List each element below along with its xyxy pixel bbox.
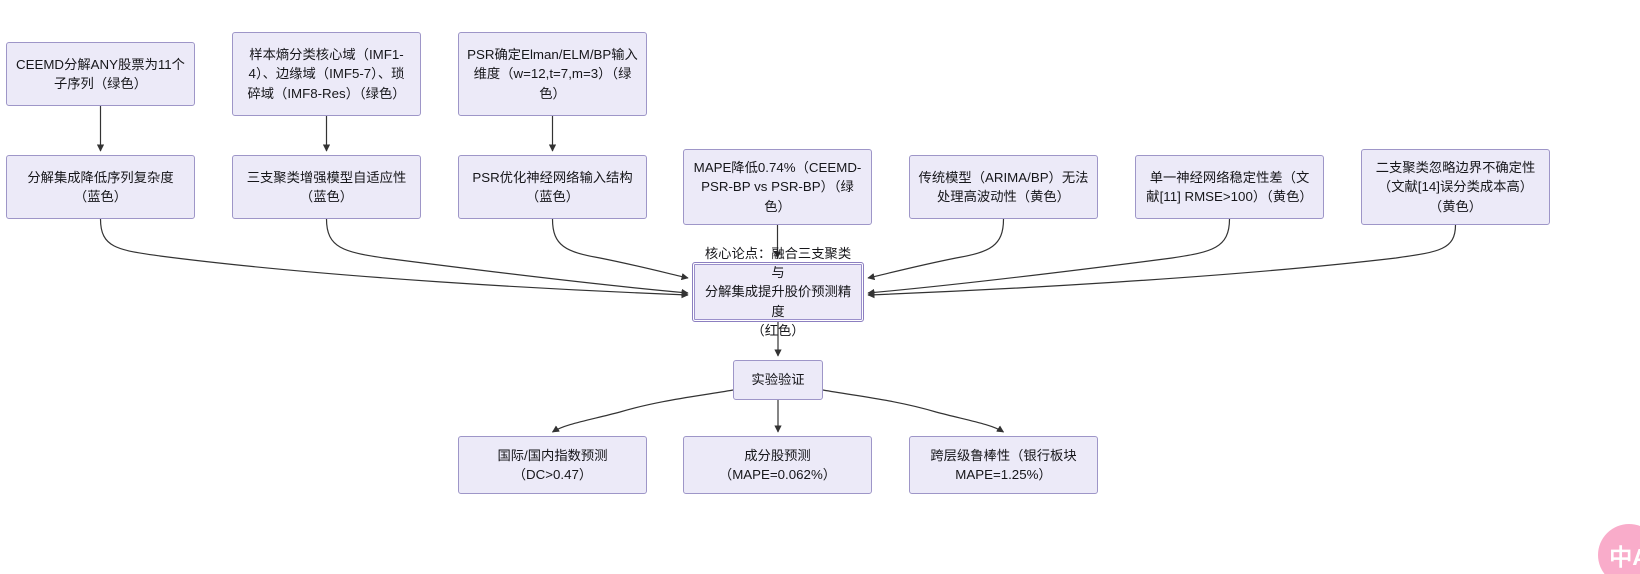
edge-n9-core (867, 218, 1231, 297)
node-label: PSR确定Elman/ELM/BP输入 维度（w=12,t=7,m=3）（绿 色… (467, 47, 638, 101)
node-psr-optimizes-network-input[interactable]: PSR优化神经网络输入结构 （蓝色） (458, 155, 647, 219)
node-traditional-models-limitation[interactable]: 传统模型（ARIMA/BP）无法 处理高波动性（黄色） (909, 155, 1098, 219)
node-label: 成分股预测 （MAPE=0.062%） (718, 447, 837, 482)
node-label: 传统模型（ARIMA/BP）无法 处理高波动性（黄色） (918, 169, 1089, 204)
node-experimental-validation[interactable]: 实验验证 (733, 360, 823, 400)
node-sample-entropy-domains[interactable]: 样本熵分类核心域（IMF1- 4）、边缘域（IMF5-7）、琐 碎域（IMF8-… (232, 32, 421, 116)
node-label: PSR优化神经网络输入结构 （蓝色） (472, 169, 633, 204)
node-three-way-clustering-adaptivity[interactable]: 三支聚类增强模型自适应性 （蓝色） (232, 155, 421, 219)
node-psr-input-dimension[interactable]: PSR确定Elman/ELM/BP输入 维度（w=12,t=7,m=3）（绿 色… (458, 32, 647, 116)
node-mape-reduction[interactable]: MAPE降低0.74%（CEEMD- PSR-BP vs PSR-BP）（绿 色… (683, 149, 872, 225)
edge-n4-core (99, 218, 689, 299)
edge-n5-core (325, 218, 689, 297)
node-label: 二支聚类忽略边界不确定性 （文献[14]误分类成本高） （黄色） (1375, 160, 1536, 214)
node-label: 三支聚类增强模型自适应性 （蓝色） (246, 169, 407, 204)
node-core-argument[interactable]: 核心论点：融合三支聚类与 分解集成提升股价预测精度 （红色） (692, 246, 864, 338)
edge-n12-n15 (822, 389, 1005, 433)
node-label: 核心论点：融合三支聚类与 分解集成提升股价预测精度 （红色） (704, 245, 852, 338)
node-label: 分解集成降低序列复杂度 （蓝色） (27, 169, 174, 204)
node-index-forecast[interactable]: 国际/国内指数预测 （DC>0.47） (458, 436, 647, 494)
node-label: 单一神经网络稳定性差（文 献[11] RMSE>100）（黄色） (1146, 169, 1313, 204)
node-label: CEEMD分解ANY股票为11个 子序列（绿色） (16, 56, 185, 91)
edge-n6-core (551, 218, 689, 281)
node-cross-level-robustness[interactable]: 跨层级鲁棒性（银行板块 MAPE=1.25%） (909, 436, 1098, 494)
node-two-way-clustering-boundary[interactable]: 二支聚类忽略边界不确定性 （文献[14]误分类成本高） （黄色） (1361, 149, 1550, 225)
node-decomposition-reduces-complexity[interactable]: 分解集成降低序列复杂度 （蓝色） (6, 155, 195, 219)
node-label: MAPE降低0.74%（CEEMD- PSR-BP vs PSR-BP）（绿 色… (693, 160, 862, 214)
node-constituent-stock-forecast[interactable]: 成分股预测 （MAPE=0.062%） (683, 436, 872, 494)
watermark-text: 中A (1609, 544, 1640, 570)
edge-n10-core (867, 224, 1457, 299)
node-label: 国际/国内指数预测 （DC>0.47） (497, 447, 608, 482)
edge-n12-n13 (551, 389, 734, 433)
node-label: 跨层级鲁棒性（银行板块 MAPE=1.25%） (930, 447, 1077, 482)
watermark-badge: 中A (1598, 524, 1640, 574)
edge-n8-core (867, 218, 1005, 281)
node-label: 样本熵分类核心域（IMF1- 4）、边缘域（IMF5-7）、琐 碎域（IMF8-… (247, 47, 406, 101)
node-label: 实验验证 (751, 372, 805, 388)
node-ceemd-decomposition[interactable]: CEEMD分解ANY股票为11个 子序列（绿色） (6, 42, 195, 106)
node-single-network-instability[interactable]: 单一神经网络稳定性差（文 献[11] RMSE>100）（黄色） (1135, 155, 1324, 219)
